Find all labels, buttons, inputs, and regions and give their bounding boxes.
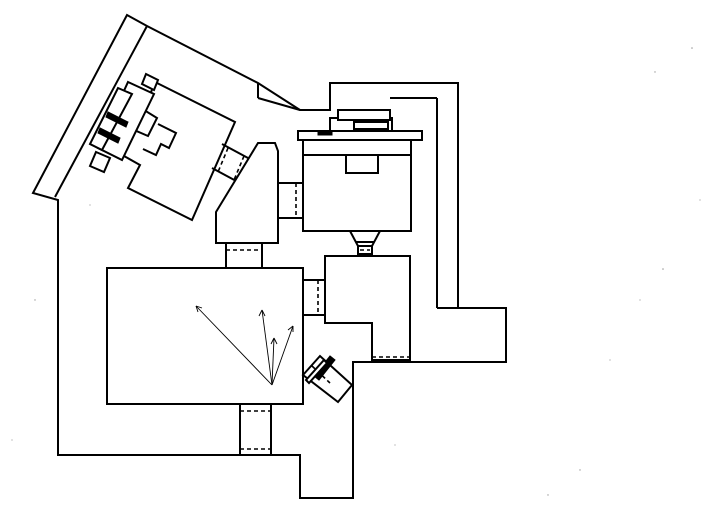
firing-arrow — [261, 309, 273, 386]
bottom-corridor — [239, 404, 272, 455]
right-mid-room — [324, 255, 411, 361]
firing-arrow — [271, 325, 294, 386]
right-gun-emplacement — [301, 354, 354, 404]
connector-passage-down — [225, 243, 263, 268]
connector-passage-right — [278, 182, 303, 219]
angled-connector — [215, 142, 279, 244]
main-to-right-passage — [303, 279, 325, 316]
paper-speckles — [11, 47, 701, 496]
upper-left-passage — [211, 143, 249, 183]
room-hinge — [348, 230, 382, 255]
firing-arrow — [271, 337, 275, 386]
firing-arrow — [195, 305, 273, 386]
main-hall — [106, 267, 304, 405]
upper-right-gun-mount — [297, 109, 423, 141]
upper-left-turret — [88, 72, 160, 174]
upper-right-room — [302, 139, 412, 232]
firing-direction-arrows — [195, 305, 294, 386]
outer-wall — [31, 13, 507, 499]
